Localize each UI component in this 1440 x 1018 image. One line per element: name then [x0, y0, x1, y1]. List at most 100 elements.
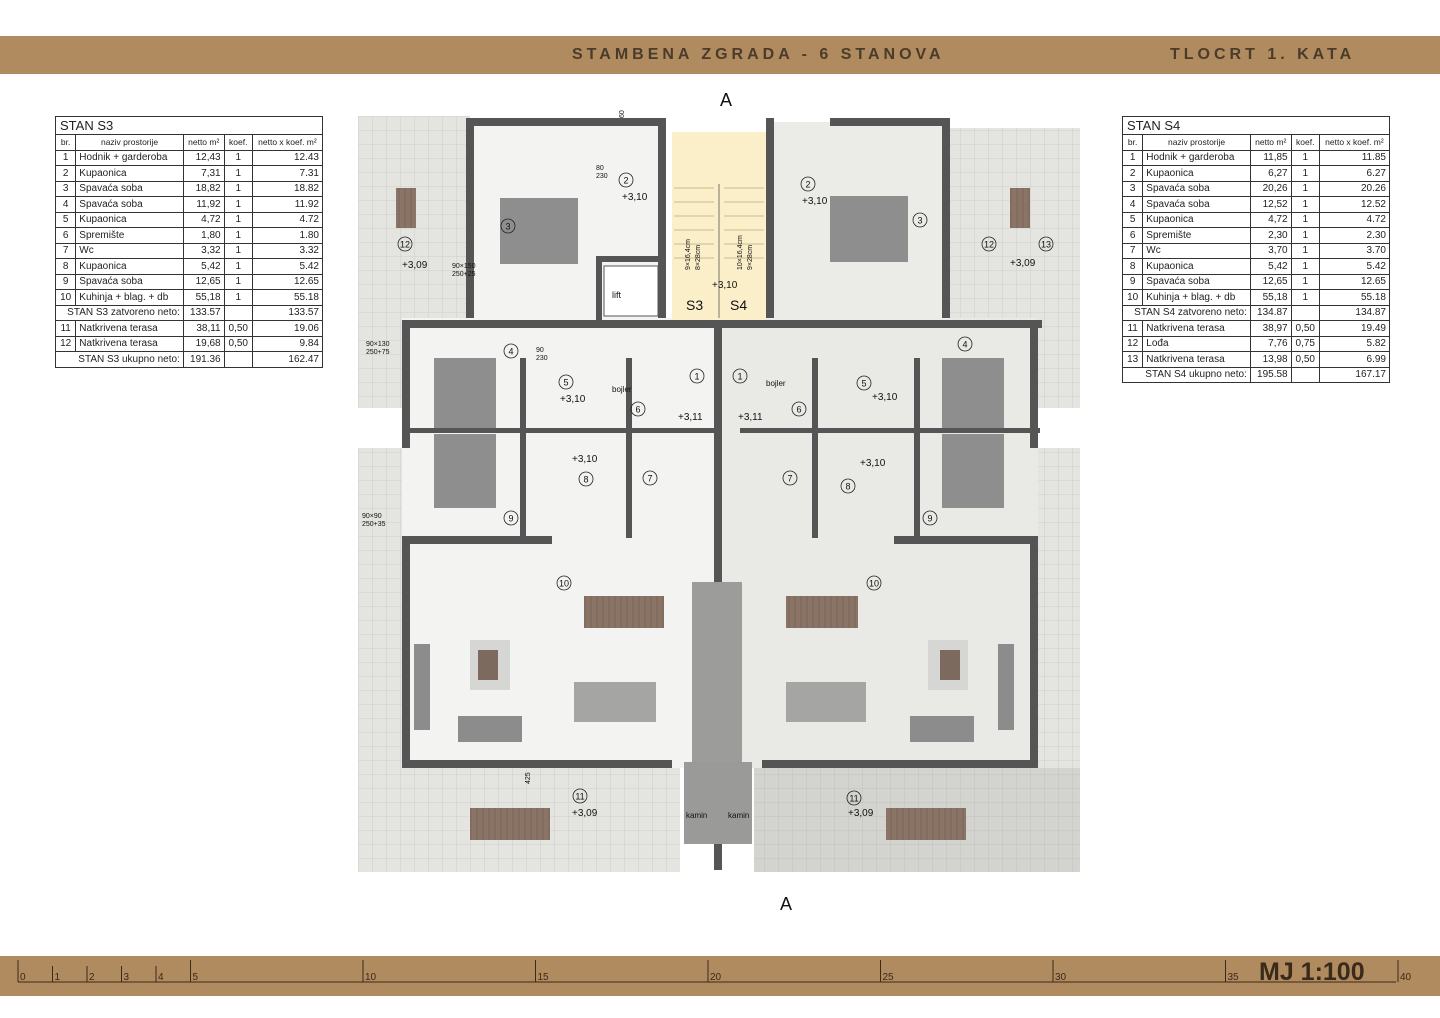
room-number: 11	[572, 788, 588, 804]
room-number-circle	[957, 336, 973, 352]
elevation-label: +3,10	[860, 458, 886, 469]
scale-tick-label: 40	[1400, 972, 1412, 983]
elevation-label: +3,09	[848, 808, 874, 819]
room-number: 1	[732, 368, 748, 384]
cell-net: 4,72	[1249, 211, 1292, 228]
cell-no: 3	[1121, 180, 1144, 197]
boiler-label: bojler	[766, 379, 786, 388]
room-number-circle	[558, 374, 574, 390]
cell-name: Natkrivena terasa	[75, 320, 184, 337]
cell-name: Spavaća soba	[1142, 180, 1251, 197]
room-number: 9	[922, 510, 938, 526]
col-net: netto m²	[1249, 134, 1292, 151]
cell-name: Spavaća soba	[75, 273, 184, 290]
cell-net-coef: 4.72	[1318, 211, 1391, 228]
wall	[830, 118, 950, 126]
room-number-text: 11	[849, 794, 858, 804]
floor-plan: lift bojler bojler kamin kamin S3 S4 9×1…	[358, 110, 1080, 872]
elevation-label: +3,10	[572, 454, 598, 465]
cell-coef: 0,50	[1290, 320, 1320, 337]
terrace-table-icon	[470, 808, 550, 840]
room-number: 6	[791, 401, 807, 417]
cell-coef: 1	[1290, 211, 1320, 228]
cell-name: Spavaća soba	[1142, 273, 1251, 290]
sheet-title: TLOCRT 1. KATA	[1170, 46, 1356, 63]
terrace-table-icon	[1010, 188, 1030, 228]
cell-net-coef: 3.70	[1318, 242, 1391, 259]
cell-net-coef: 11.92	[251, 196, 324, 213]
closed-label: STAN S3 zatvoreno neto:	[55, 304, 184, 321]
kitchen-island-icon	[786, 682, 866, 722]
coffee-table-icon	[940, 650, 960, 680]
cell-no: 1	[1121, 149, 1144, 166]
room-number-text: 7	[787, 474, 792, 484]
room-number: 12	[397, 236, 413, 252]
cell-coef: 1	[1290, 149, 1320, 166]
bed-icon	[942, 358, 1004, 428]
grand-total-row: STAN S4 ukupno neto: 195.58 167.17	[1122, 366, 1391, 383]
room-number: 2	[618, 172, 634, 188]
stair-treads	[674, 184, 764, 318]
scale-tick-label: 10	[365, 972, 377, 983]
cell-net-coef: 6.99	[1318, 351, 1391, 368]
cell-net-coef: 5.42	[251, 258, 324, 275]
cell-no: 2	[1121, 165, 1144, 182]
cell-name: Wc	[75, 242, 184, 259]
cell-net-coef: 7.31	[251, 165, 324, 182]
cell-net: 55,18	[1249, 289, 1292, 306]
cell-net-coef: 6.27	[1318, 165, 1391, 182]
cell-net-coef: 19.06	[251, 320, 324, 337]
cell-name: Hodnik + garderoba	[1142, 149, 1251, 166]
room-number-text: 12	[984, 240, 994, 250]
room-number-circle	[791, 401, 807, 417]
col-name: naziv prostorije	[1142, 134, 1251, 151]
col-net: netto m²	[182, 134, 225, 151]
cell-net: 38,11	[182, 320, 225, 337]
bed-icon	[434, 358, 496, 428]
unit-label-s3: S3	[686, 297, 703, 313]
cell-no: 6	[1121, 227, 1144, 244]
cell-no: 12	[1121, 335, 1144, 352]
closed-net: 134.87	[1249, 304, 1292, 321]
cell-coef: 1	[223, 165, 253, 182]
room-number-circle	[732, 368, 748, 384]
cell-net: 18,82	[182, 180, 225, 197]
cell-net-coef: 12.65	[1318, 273, 1391, 290]
wall	[520, 358, 526, 538]
room-number-text: 12	[400, 240, 410, 250]
scale-tick-label: 4	[158, 972, 164, 983]
room-number-circle	[630, 401, 646, 417]
scale-tick-label: 2	[89, 972, 95, 983]
project-title: STAMBENA ZGRADA - 6 STANOVA	[572, 46, 945, 63]
cell-net: 2,30	[1249, 227, 1292, 244]
room-number: 4	[957, 336, 973, 352]
cell-net-coef: 55.18	[1318, 289, 1391, 306]
cell-no: 10	[54, 289, 77, 306]
wall	[894, 536, 1038, 544]
elevation-label: +3,11	[738, 412, 763, 423]
room-number-circle	[840, 478, 856, 494]
cell-name: Spremište	[1142, 227, 1251, 244]
area-table-s3: STAN S3 br. naziv prostorije netto m² ko…	[54, 116, 324, 368]
room-number-circle	[866, 575, 882, 591]
cell-no: 9	[54, 273, 77, 290]
cell-no: 3	[54, 180, 77, 197]
cell-net: 4,72	[182, 211, 225, 228]
terrace-table-icon	[886, 808, 966, 840]
room-number: 1	[689, 368, 705, 384]
cell-net: 5,42	[182, 258, 225, 275]
room-number-circle	[397, 236, 413, 252]
room-number-text: 6	[796, 405, 801, 415]
room-number-circle	[782, 470, 798, 486]
cell-no: 4	[54, 196, 77, 213]
wall	[402, 760, 672, 768]
